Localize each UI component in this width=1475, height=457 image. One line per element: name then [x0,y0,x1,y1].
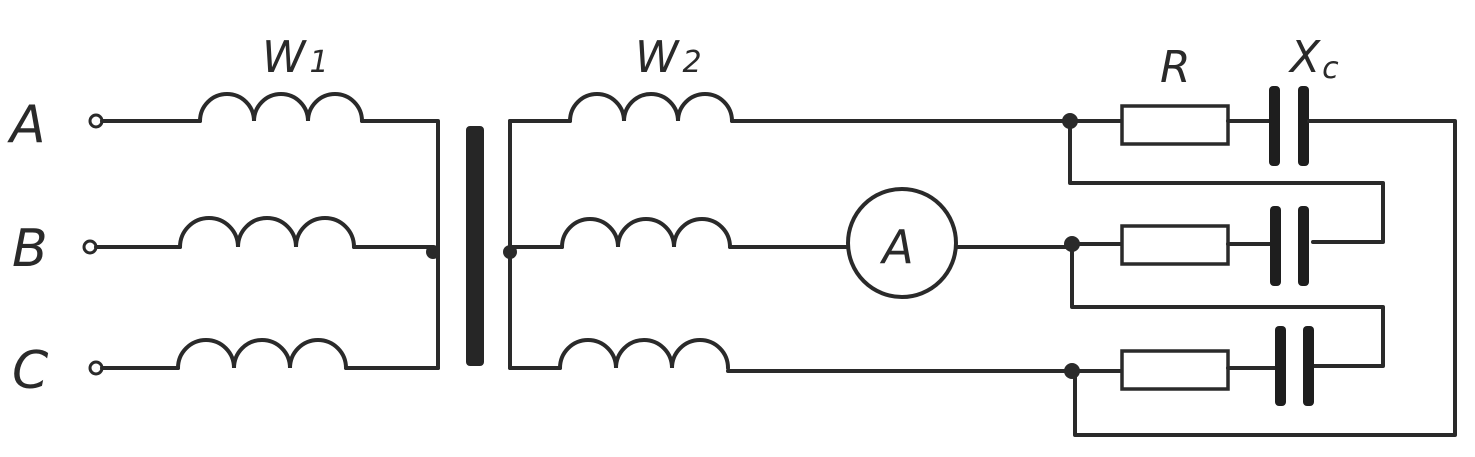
primary-coil-a [198,92,364,123]
resistor-a [1120,104,1230,146]
delta-link-a-b [1068,119,1385,244]
resistor-b [1120,224,1230,266]
load-wire-a-out [1073,119,1457,437]
ammeter [846,187,958,299]
capacitor-a-plate-2 [1298,86,1309,166]
resistor-label: R [1160,42,1191,93]
primary-coil-c [176,338,348,370]
capacitor-label: Xc [1288,32,1339,86]
secondary-coil-a [568,92,734,123]
phase-b-label: B [12,219,48,279]
capacitor-c-plate-2 [1303,326,1314,406]
secondary-coil-b [560,217,732,249]
primary-neutral-node [426,245,440,259]
capacitor-b-plate-2 [1298,206,1309,286]
ammeter-label: A [879,220,913,274]
transformer-core [466,126,484,366]
secondary-coil-c [558,338,730,370]
primary-coil-b [178,216,356,249]
capacitor-b-plate-1 [1270,206,1281,286]
capacitor-c-plate-1 [1275,326,1286,406]
phase-c-label: C [12,341,49,401]
phase-a-label: A [7,95,46,155]
resistor-c [1120,349,1230,391]
delta-link-b-c [1070,242,1385,368]
primary-wire-a-out [360,119,440,370]
capacitor-a-plate-1 [1269,86,1280,166]
